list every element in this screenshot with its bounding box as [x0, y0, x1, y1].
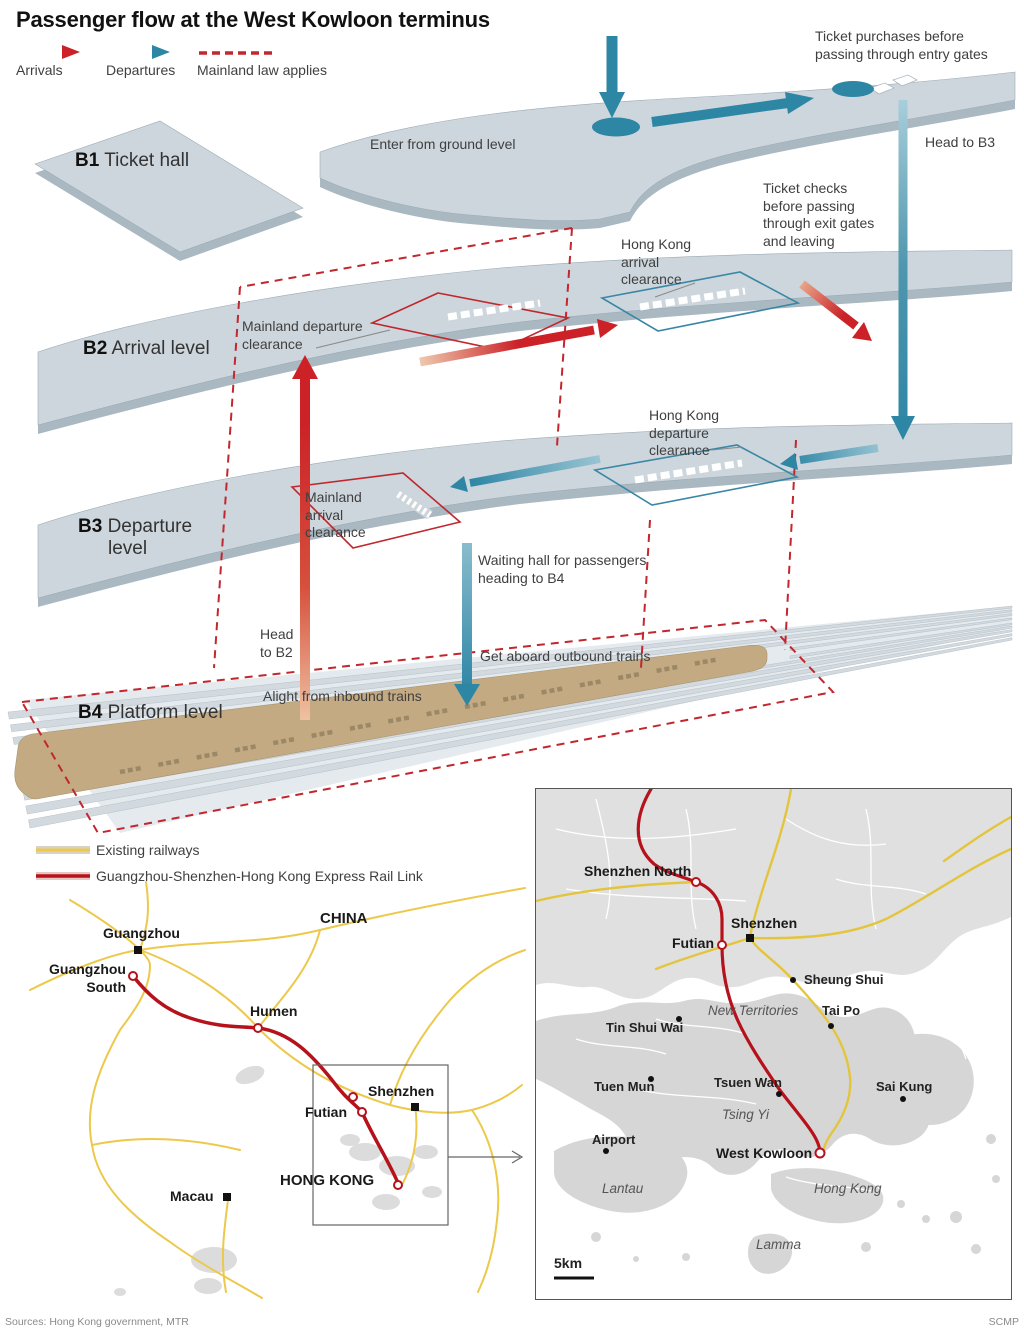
- mainland-arrival-clearance-label: Mainland arrival clearance: [305, 489, 366, 540]
- macau-label: Macau: [170, 1188, 214, 1204]
- arrivals-legend-label: Arrivals: [16, 62, 63, 78]
- overview-city-markers: [134, 946, 419, 1201]
- inset-express-rail: [636, 789, 822, 1155]
- departures-arrow-icon: [108, 45, 170, 59]
- hk-arrival-clearance-label: Hong Kong arrival clearance: [621, 236, 692, 287]
- overview-land-patches: [114, 1065, 442, 1296]
- sheung-shui-label: Sheung Shui: [804, 972, 884, 987]
- arrivals-arrow-icon: [18, 45, 80, 59]
- shenzhen-inset-label: Shenzhen: [731, 915, 798, 931]
- inset-map-canvas: [536, 789, 1011, 1280]
- terminus-diagram: [7, 36, 1016, 835]
- arrival-flow-arrows: [292, 280, 872, 720]
- floor-b3: [37, 422, 1013, 607]
- inset-roads: [555, 798, 967, 1192]
- waiting-hall-label: Waiting hall for passengers heading to B…: [478, 552, 647, 586]
- departure-flow-arrows: [450, 36, 915, 706]
- new-territories-label: New Territories: [708, 1003, 799, 1018]
- express-rail-swatch: [36, 872, 90, 880]
- tuen-mun-label: Tuen Mun: [594, 1079, 655, 1094]
- airport-label: Airport: [592, 1132, 636, 1147]
- guangzhou-label: Guangzhou: [103, 925, 180, 941]
- page-title: Passenger flow at the West Kowloon termi…: [16, 7, 490, 32]
- enter-ground-label: Enter from ground level: [370, 136, 516, 152]
- guangzhou-south-label: Guangzhou South: [49, 961, 126, 996]
- hong-kong-inset-label: Hong Kong: [814, 1181, 882, 1196]
- scale-label: 5km: [554, 1255, 583, 1271]
- futian-overview-label: Futian: [305, 1104, 347, 1120]
- west-kowloon-label: West Kowloon: [716, 1145, 813, 1161]
- head-to-b2-label: Head to B2: [260, 626, 294, 660]
- hk-departure-clearance-label: Hong Kong departure clearance: [649, 407, 720, 458]
- mainland-law-legend-label: Mainland law applies: [197, 62, 327, 78]
- shenzhen-overview-label: Shenzhen: [368, 1083, 435, 1099]
- alight-label: Alight from inbound trains: [263, 688, 422, 704]
- express-rail-legend-label: Guangzhou-Shenzhen-Hong Kong Express Rai…: [96, 868, 423, 884]
- sources-note: Sources: Hong Kong government, MTR: [5, 1316, 189, 1328]
- floor-b1: [34, 71, 1016, 261]
- futian-inset-label: Futian: [672, 935, 714, 951]
- head-to-b3-label: Head to B3: [925, 134, 996, 150]
- inset-markers: [603, 877, 906, 1159]
- tsuen-wan-label: Tsuen Wan: [714, 1075, 782, 1090]
- tin-shui-wai-label: Tin Shui Wai: [606, 1020, 684, 1035]
- train: [14, 645, 768, 800]
- mainland-departure-clearance-label: Mainland departure clearance: [242, 318, 363, 352]
- shenzhen-north-label: Shenzhen North: [584, 863, 692, 879]
- inset-map: Shenzhen North Shenzhen Futian Sheung Sh…: [535, 788, 1012, 1300]
- floor-b4: [7, 605, 1013, 833]
- humen-label: Humen: [250, 1003, 298, 1019]
- tai-po-label: Tai Po: [822, 1003, 861, 1018]
- lamma-label: Lamma: [756, 1237, 802, 1252]
- sai-kung-label: Sai Kung: [876, 1079, 933, 1094]
- entry-gates-icon: [869, 74, 918, 95]
- overview-express-rail: [128, 971, 403, 1190]
- tsing-yi-label: Tsing Yi: [722, 1107, 770, 1122]
- existing-rail-legend-label: Existing railways: [96, 842, 200, 858]
- ticket-purchases-label: Ticket purchases before passing through …: [815, 28, 988, 62]
- ticket-checks-label: Ticket checks before passing through exi…: [763, 180, 875, 249]
- existing-rail-swatch: [36, 846, 90, 854]
- inset-land: [536, 789, 1011, 1274]
- china-label: CHINA: [320, 910, 368, 927]
- inset-pointer: [312, 1064, 524, 1226]
- get-aboard-label: Get aboard outbound trains: [480, 648, 651, 664]
- departures-legend-label: Departures: [106, 62, 176, 78]
- hong-kong-overview-label: HONG KONG: [280, 1172, 375, 1189]
- level-b3-label: B3 Departure level: [78, 516, 193, 559]
- floor-b2: [37, 249, 1013, 434]
- level-b1-label: B1 Ticket hall: [75, 150, 190, 171]
- b2-clearance-zones: [315, 271, 801, 351]
- credit-note: SCMP: [988, 1316, 1019, 1328]
- lantau-label: Lantau: [602, 1181, 644, 1196]
- level-b2-label: B2 Arrival level: [83, 338, 210, 359]
- overview-existing-railways: [29, 881, 526, 1299]
- inset-existing-railways: [536, 789, 1011, 1158]
- level-b4-label: B4 Platform level: [78, 702, 223, 723]
- overview-map: [29, 881, 526, 1299]
- escalator-icon: [395, 489, 433, 520]
- b3-clearance-zones: [290, 444, 800, 549]
